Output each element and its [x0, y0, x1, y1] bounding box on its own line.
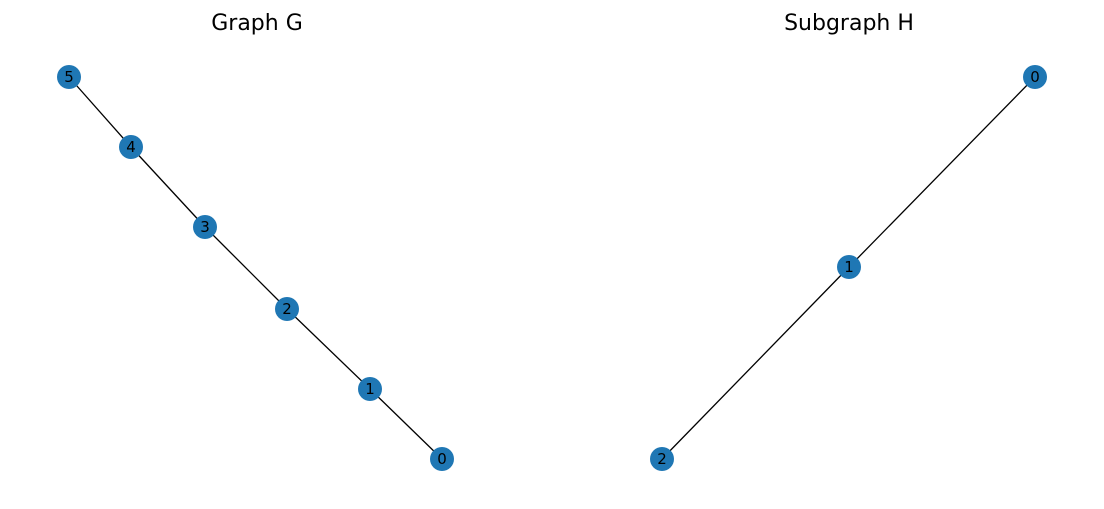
graph-g-title: Graph G: [211, 11, 303, 36]
subgraph-h-node-2-label: 2: [657, 450, 667, 468]
graph-g-node-1-circle: [358, 377, 382, 401]
graph-g-node-2: 2: [275, 297, 299, 321]
graph-g-edge-4-3: [130, 146, 206, 228]
subgraph-h-node-0: 0: [1023, 65, 1047, 89]
graph-g-panel: Graph G 0 1 2 3 4 5: [57, 11, 454, 471]
subgraph-h-node-2: 2: [650, 447, 674, 471]
subgraph-h-edges: [661, 76, 1036, 460]
graph-g-node-3-label: 3: [200, 218, 210, 236]
graph-g-node-1-label: 1: [365, 380, 375, 398]
subgraph-h-node-1: 1: [837, 255, 861, 279]
graph-g-edge-2-1: [286, 308, 371, 390]
graph-g-node-3: 3: [193, 215, 217, 239]
graph-g-nodes: 0 1 2 3 4 5: [57, 65, 454, 471]
graph-g-node-0-circle: [430, 447, 454, 471]
graph-g-node-0-label: 0: [437, 450, 447, 468]
subgraph-h-node-1-label: 1: [844, 258, 854, 276]
graph-g-node-3-circle: [193, 215, 217, 239]
subgraph-h-node-1-circle: [837, 255, 861, 279]
graph-g-edges: [68, 76, 443, 460]
subgraph-h-nodes: 0 1 2: [650, 65, 1047, 471]
graph-g-node-4-circle: [119, 135, 143, 159]
graph-g-node-1: 1: [358, 377, 382, 401]
graph-g-node-5: 5: [57, 65, 81, 89]
graph-g-node-5-label: 5: [64, 68, 74, 86]
subgraph-h-title: Subgraph H: [784, 11, 914, 36]
graph-g-edge-3-2: [204, 226, 288, 310]
graph-g-node-2-label: 2: [282, 300, 292, 318]
subgraph-h-edge-1-2: [661, 266, 850, 460]
graph-g-node-0: 0: [430, 447, 454, 471]
subgraph-h-node-2-circle: [650, 447, 674, 471]
graph-g-node-5-circle: [57, 65, 81, 89]
graph-g-edge-5-4: [68, 76, 132, 148]
graph-g-edge-1-0: [369, 388, 443, 460]
graph-g-node-4-label: 4: [126, 138, 136, 156]
subgraph-h-node-0-circle: [1023, 65, 1047, 89]
graph-g-node-2-circle: [275, 297, 299, 321]
graph-g-node-4: 4: [119, 135, 143, 159]
subgraph-h-node-0-label: 0: [1030, 68, 1040, 86]
subgraph-h-edge-0-1: [848, 76, 1036, 268]
subgraph-h-panel: Subgraph H 0 1 2: [650, 11, 1047, 471]
